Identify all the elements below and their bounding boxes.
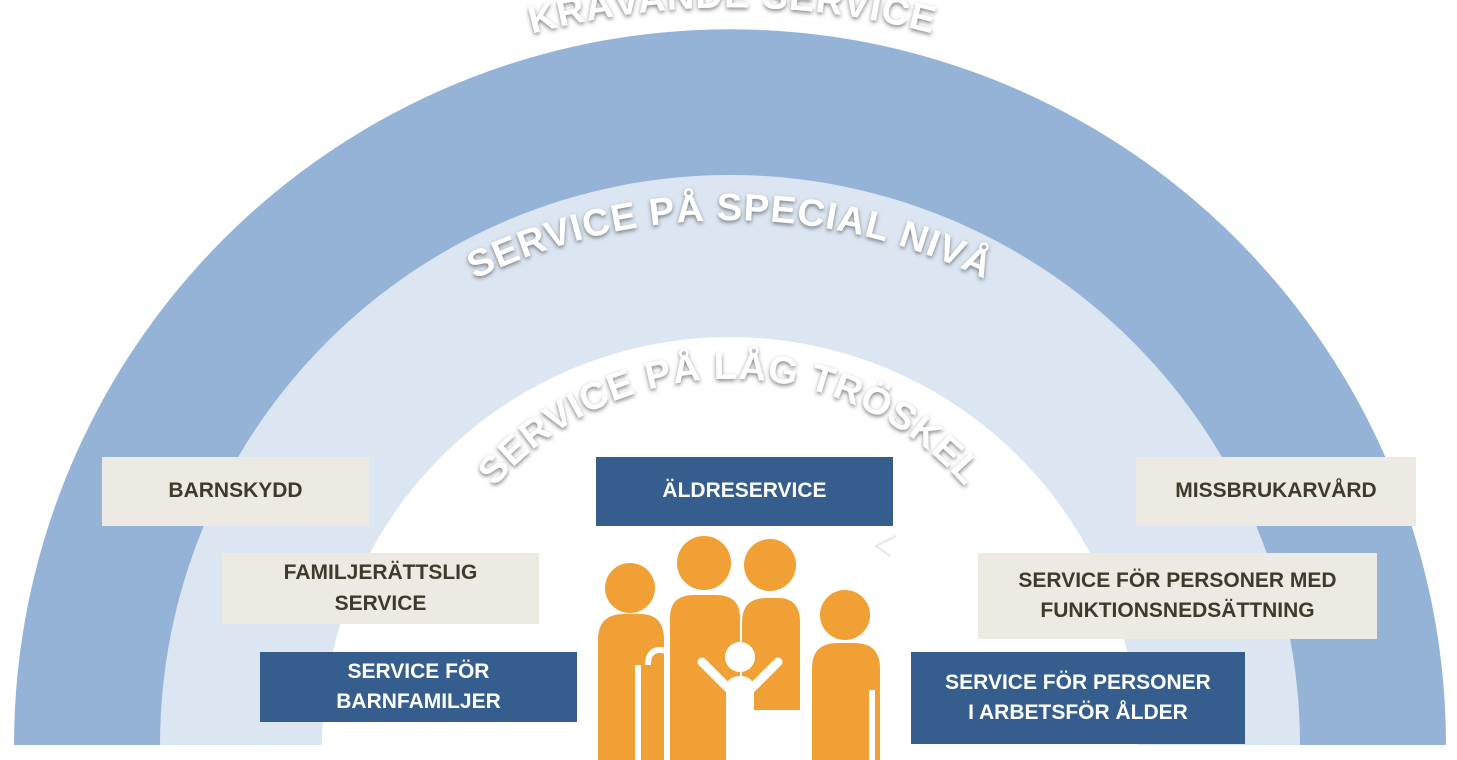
family-group-icon [598,536,880,760]
box-barnskydd: BARNSKYDD [102,457,369,526]
box-missbrukarvard: MISSBRUKARVÅRD [1136,457,1416,526]
box-funktionsnedsattning: SERVICE FÖR PERSONER MED FUNKTIONSNEDSÄT… [978,553,1377,639]
box-barnfamiljer: SERVICE FÖR BARNFAMILJER [260,652,577,722]
inner-area [322,337,1138,745]
chevron-left-icon [874,535,897,557]
box-arbetsfor-alder: SERVICE FÖR PERSONER I ARBETSFÖR ÅLDER [911,652,1245,744]
box-aldreservice: ÄLDRESERVICE [596,457,893,526]
box-familjerattslig-service: FAMILJERÄTTSLIG SERVICE [222,553,539,624]
